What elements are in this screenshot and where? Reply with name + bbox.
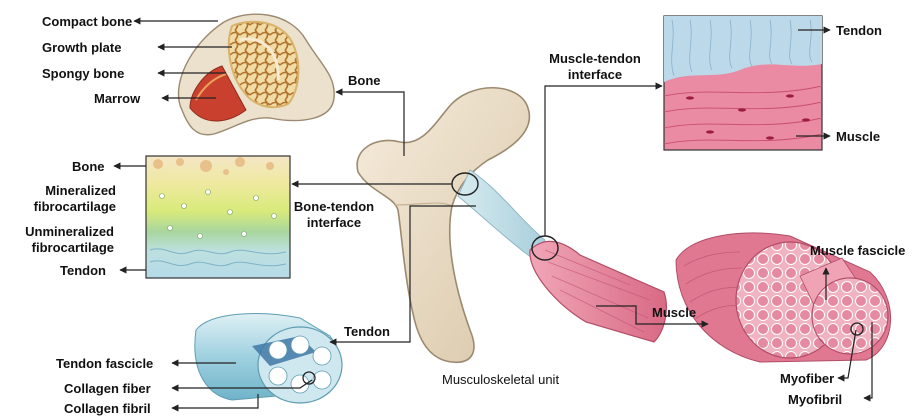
label-mt-muscle: Muscle [836, 129, 880, 144]
label-myofibril: Myofibril [788, 392, 842, 407]
bone-tendon-inset [146, 156, 290, 278]
label-musculoskeletal-unit: Musculoskeletal unit [442, 372, 559, 387]
label-mineralized-2: fibrocartilage [0, 199, 116, 214]
central-muscle [530, 241, 666, 342]
label-bone-tendon-interface-1: Bone-tendon [288, 199, 380, 214]
label-mt-tendon: Tendon [836, 23, 882, 38]
label-compact-bone: Compact bone [42, 14, 132, 29]
label-muscle-fascicle: Muscle fascicle [810, 243, 905, 258]
label-bone-tendon-interface-2: interface [288, 215, 380, 230]
label-unmineralized-1: Unmineralized [0, 224, 114, 239]
label-muscle-tendon-interface-1: Muscle-tendon [538, 51, 652, 66]
label-muscle-tendon-interface-2: interface [538, 67, 652, 82]
tendon-inset [195, 314, 342, 403]
label-bt-tendon: Tendon [60, 263, 106, 278]
label-tendon-callout: Tendon [344, 324, 390, 339]
bone-inset [178, 14, 334, 135]
label-tendon-fascicle: Tendon fascicle [56, 356, 153, 371]
label-mineralized-1: Mineralized [0, 183, 116, 198]
label-growth-plate: Growth plate [42, 40, 121, 55]
label-collagen-fibril: Collagen fibril [64, 401, 151, 416]
label-myofiber: Myofiber [780, 371, 834, 386]
label-collagen-fiber: Collagen fiber [64, 381, 151, 396]
label-muscle-callout: Muscle [652, 305, 696, 320]
label-unmineralized-2: fibrocartilage [0, 240, 114, 255]
label-bt-bone: Bone [72, 159, 105, 174]
label-bone-callout: Bone [348, 73, 381, 88]
label-marrow: Marrow [94, 91, 140, 106]
muscle-tendon-inset [664, 16, 822, 150]
label-spongy-bone: Spongy bone [42, 66, 124, 81]
